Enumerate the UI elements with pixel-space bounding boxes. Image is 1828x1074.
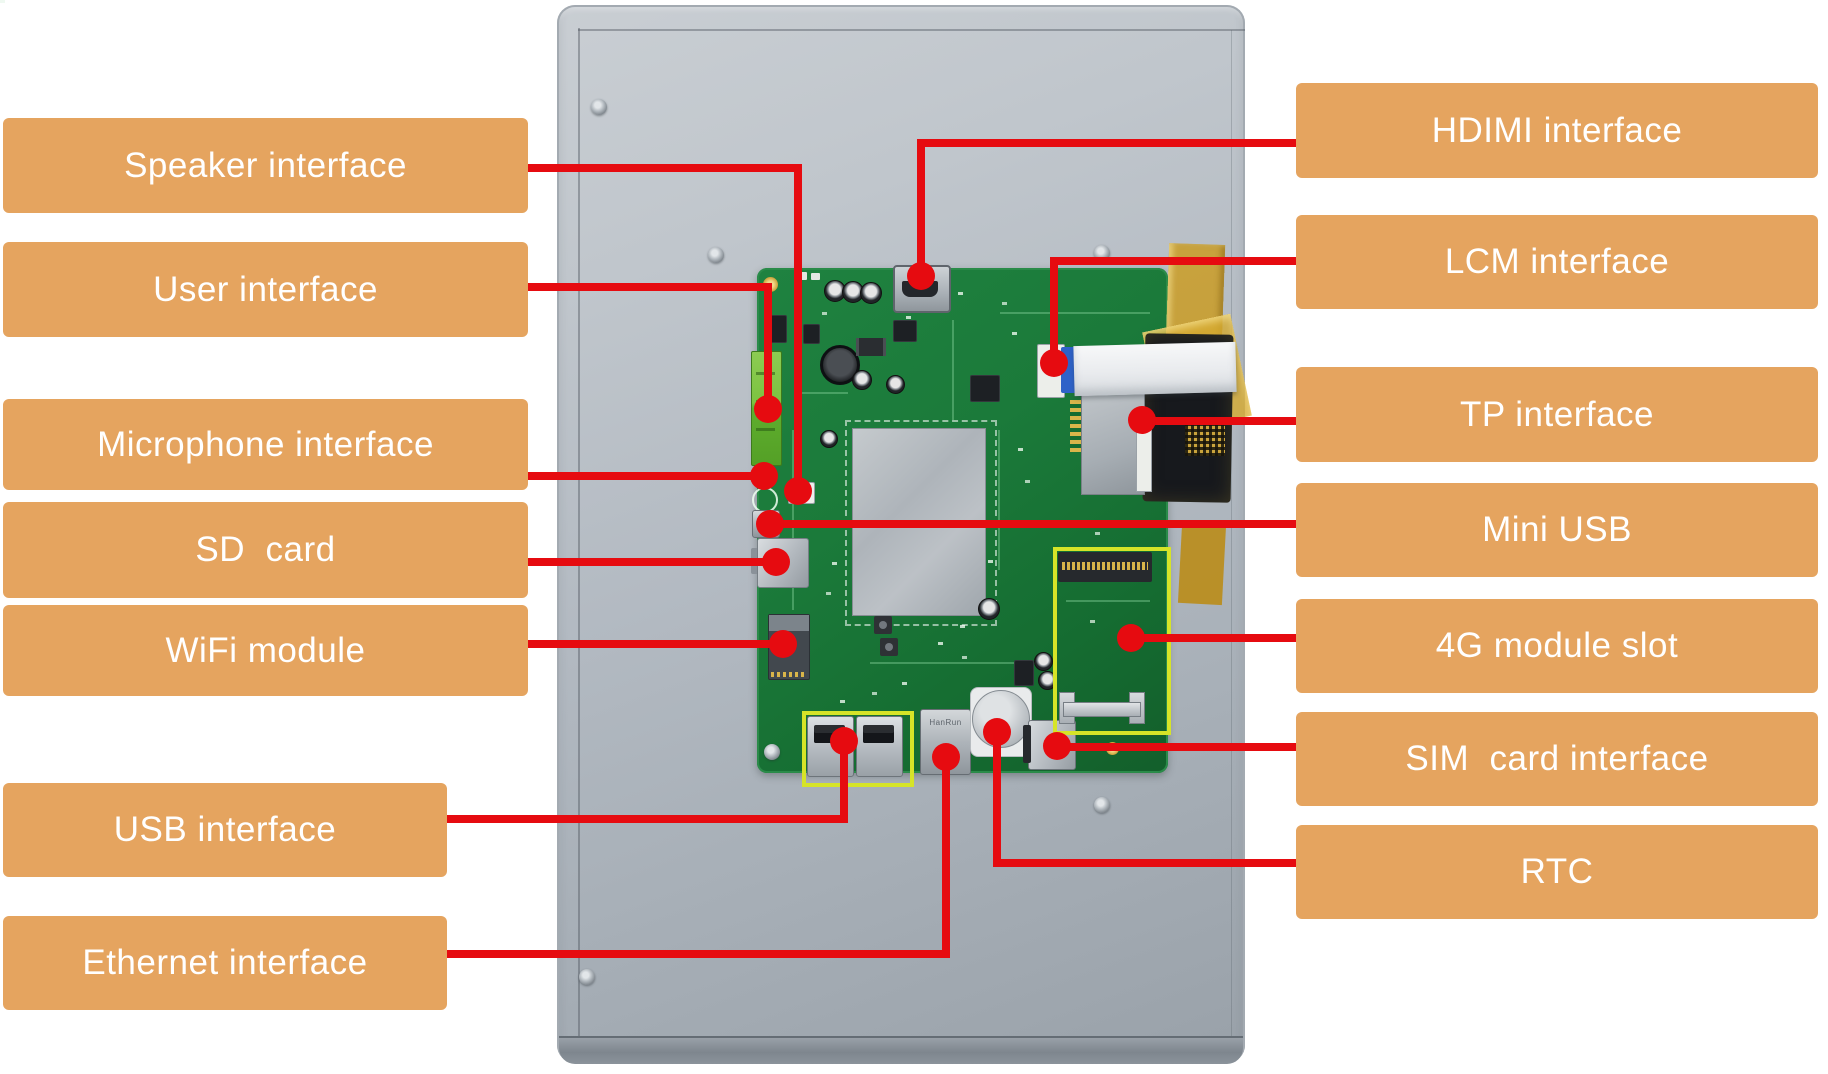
connector-line-lcm-interface (1050, 257, 1296, 363)
connector-line-usb-interface (447, 741, 848, 823)
connector-dot-usb-interface (830, 727, 858, 755)
usb-ports-highlight-box (802, 711, 914, 787)
label-lcm-interface-text: LCM interface (1444, 242, 1670, 281)
label-sim-card-interface: SIM card interface (1296, 712, 1818, 806)
label-hdimi-interface: HDIMI interface (1296, 83, 1818, 178)
capacitor (1034, 652, 1053, 671)
pcb-screw (764, 744, 780, 760)
module-latch-bar (1063, 702, 1141, 717)
label-speaker-interface: Speaker interface (3, 118, 528, 213)
connector-dot-rtc (983, 718, 1011, 746)
label-ethernet-interface: Ethernet interface (3, 916, 447, 1010)
connector-dot-lcm-interface (1040, 349, 1068, 377)
pcb-trace (952, 320, 954, 420)
label-rtc-text: RTC (1520, 852, 1594, 891)
connector-line-user-interface (528, 283, 772, 409)
connector-dot-tp-interface (1128, 406, 1156, 434)
pcb-trace (998, 430, 1000, 570)
connector-line-hdimi-interface (917, 139, 1296, 276)
label-user-interface: User interface (3, 242, 528, 337)
qr-code-sticker (1185, 420, 1225, 456)
ic-chip (893, 320, 917, 342)
connector-dot-speaker-interface (784, 477, 812, 505)
ddr-chip (970, 375, 1000, 402)
pcb-trace (1066, 600, 1150, 602)
label-hdimi-interface-text: HDIMI interface (1431, 110, 1683, 150)
capacitor (978, 598, 1000, 620)
connector-line-rtc (993, 732, 1296, 867)
smd-component (811, 273, 820, 280)
label-usb-interface: USB interface (3, 783, 447, 877)
panel-screw (708, 247, 724, 263)
connector-dot-sim-card-interface (1043, 732, 1071, 760)
label-4g-module-slot-text: 4G module slot (1435, 626, 1679, 665)
pcb-trace (870, 662, 1040, 664)
connector-dot-wifi-module (769, 630, 797, 658)
connector-dot-mini-usb (756, 510, 784, 538)
ic-chip (856, 338, 886, 356)
connector-dot-user-interface (754, 395, 782, 423)
voltage-regulator (1014, 660, 1034, 686)
panel-screw (1094, 797, 1110, 813)
capacitor (820, 430, 838, 448)
connector-dot-hdimi-interface (907, 262, 935, 290)
label-wifi-module: WiFi module (3, 605, 528, 696)
ic-chip (803, 324, 820, 344)
connector-dot-microphone-interface (750, 462, 778, 490)
panel-screw (591, 99, 607, 115)
tact-switch (874, 616, 892, 634)
pcb-trace (1000, 312, 1150, 314)
capacitor (852, 370, 872, 390)
label-mini-usb: Mini USB (1296, 483, 1818, 577)
panel-seam-top (578, 29, 1245, 31)
capacitor (860, 282, 882, 304)
label-mini-usb-text: Mini USB (1482, 510, 1632, 549)
capacitor (886, 375, 905, 394)
label-microphone-interface: Microphone interface (3, 399, 528, 490)
connector-dot-4g-module-slot (1117, 624, 1145, 652)
label-lcm-interface: LCM interface (1296, 215, 1818, 309)
label-tp-interface-text: TP interface (1459, 394, 1655, 434)
connector-line-speaker-interface (528, 164, 802, 491)
connector-dot-ethernet-interface (932, 743, 960, 771)
label-sd-card: SD card (3, 502, 528, 598)
label-usb-interface-text: USB interface (113, 810, 337, 849)
ethernet-jack-label: HanRun (929, 718, 962, 727)
pcb-silkscreen-marks (0, 0, 5, 3)
label-microphone-interface-text: Microphone interface (97, 424, 434, 464)
label-ethernet-interface-text: Ethernet interface (82, 943, 368, 982)
mini-pcie-socket (1058, 552, 1152, 582)
label-user-interface-text: User interface (153, 269, 378, 309)
panel-seam-right (1231, 30, 1232, 1036)
label-speaker-interface-text: Speaker interface (124, 145, 407, 185)
panel-seam-left (578, 28, 580, 1038)
usb-port-b (856, 716, 903, 777)
tact-switch (880, 638, 898, 656)
label-tp-interface: TP interface (1296, 367, 1818, 462)
connector-line-ethernet-interface (447, 757, 950, 958)
label-sd-card-text: SD card (195, 530, 336, 569)
ffc-pad-row (1070, 400, 1082, 452)
label-wifi-module-text: WiFi module (165, 630, 366, 670)
label-4g-module-slot: 4G module slot (1296, 599, 1818, 693)
label-sim-card-interface-text: SIM card interface (1405, 739, 1709, 778)
panel-screw (579, 969, 595, 985)
panel-bottom-rail (559, 1036, 1243, 1064)
pcb-trace (800, 392, 848, 394)
label-rtc: RTC (1296, 825, 1818, 919)
connector-dot-sd-card (762, 548, 790, 576)
